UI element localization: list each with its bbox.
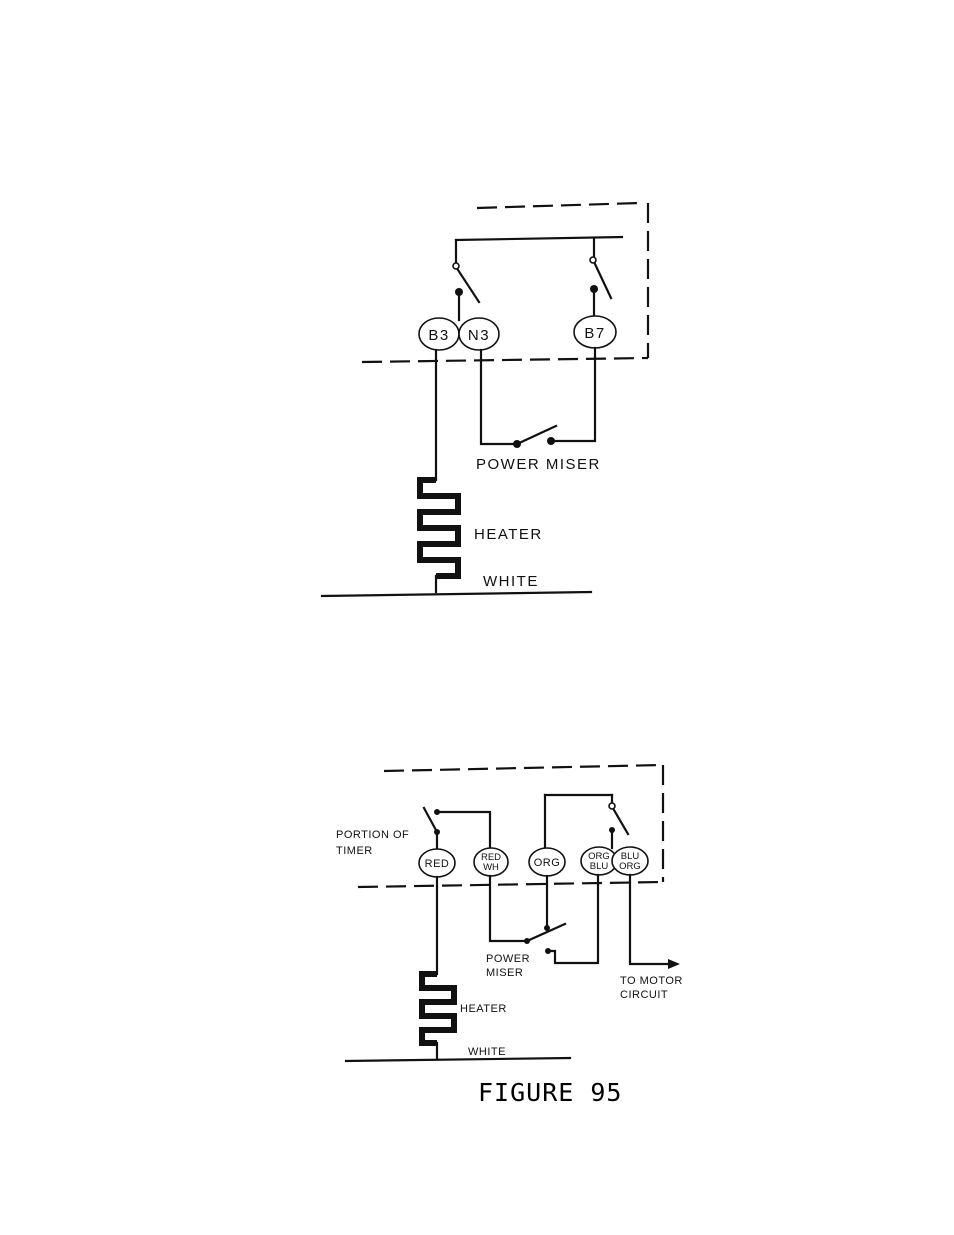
timer-boundary-top-2: [384, 765, 663, 771]
heater-label-2: HEATER: [460, 1003, 507, 1015]
portion-of-timer-label-1: PORTION OF: [336, 829, 409, 841]
red-switch-pivot: [434, 809, 440, 815]
motor-arrow-icon: [668, 959, 680, 969]
power-miser-contact-org: [544, 925, 550, 931]
left-switch-pivot: [453, 263, 459, 269]
power-miser-label-1: POWER: [486, 953, 530, 965]
timer-boundary-bottom: [362, 358, 648, 362]
portion-of-timer-label-2: TIMER: [336, 845, 373, 857]
power-miser-label-2: MISER: [486, 967, 523, 979]
orgblu-switch-pivot: [609, 803, 615, 809]
top-bus-wire: [456, 237, 622, 240]
motor-circuit-wire: [630, 875, 672, 964]
figure-caption: FIGURE 95: [478, 1078, 622, 1107]
redwh-to-power-miser-wire: [490, 876, 527, 941]
white-wire-2: [346, 1058, 570, 1061]
to-motor-circuit-label-1: TO MOTOR: [620, 975, 683, 987]
terminal-red-wh-label-2: WH: [483, 862, 499, 873]
terminal-b3-label: B3: [428, 327, 449, 344]
orgblu-switch-blade: [614, 810, 628, 834]
white-label-2: WHITE: [468, 1046, 506, 1058]
terminal-red-label: RED: [425, 858, 450, 870]
terminal-b7-label: B7: [584, 325, 605, 342]
timer-boundary-top: [477, 203, 640, 208]
power-miser-to-b7-wire: [551, 348, 595, 441]
red-switch-bus: [437, 812, 490, 850]
terminal-n3-label: N3: [468, 327, 490, 344]
timer-boundary-bottom-2: [358, 882, 663, 887]
white-label: WHITE: [483, 573, 539, 590]
n3-to-power-miser-wire: [481, 350, 517, 444]
right-switch-pivot: [590, 257, 596, 263]
terminal-org-label: ORG: [534, 857, 561, 869]
right-switch-blade: [595, 264, 611, 298]
left-switch-blade: [458, 270, 479, 302]
heater-label: HEATER: [474, 526, 543, 543]
to-motor-circuit-label-2: CIRCUIT: [620, 989, 668, 1001]
white-wire: [322, 592, 591, 596]
terminal-org-blu-label-2: BLU: [590, 861, 609, 872]
power-miser-to-orgblu-wire: [548, 875, 598, 963]
heater-element: [420, 480, 458, 576]
bottom-wiring-diagram: RED RED WH ORG ORG BLU BLU ORG PORTION O…: [336, 765, 683, 1061]
heater-element-2: [422, 974, 454, 1043]
top-wiring-diagram: B3 N3 B7 POWER MISER HEATER WHITE: [322, 203, 648, 596]
terminal-blu-org-label-2: ORG: [619, 861, 641, 872]
power-miser-label: POWER MISER: [476, 456, 601, 473]
